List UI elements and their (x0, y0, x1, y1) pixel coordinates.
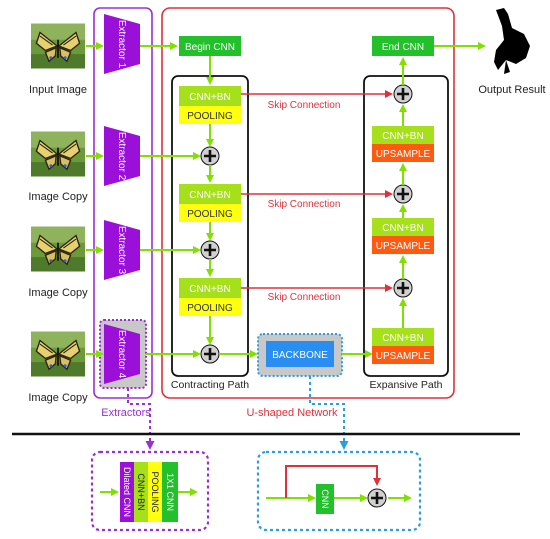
output-result-label: Output Result (478, 84, 545, 96)
extractor-detail-1x1[interactable]: 1X1 CNN (162, 462, 178, 522)
backbone-detail-cnn[interactable]: CNN (316, 484, 334, 514)
skip-connection-label-3: Skip Connection (268, 292, 341, 303)
skip-connection-label-2: Skip Connection (268, 199, 341, 210)
image-copy-2 (31, 130, 85, 178)
extractor-1-label: Extractor 1 (116, 20, 127, 69)
extractors-panel (93, 7, 153, 399)
extractor-4[interactable]: Extractor 4 (104, 324, 140, 384)
extractors-label: Extractors (101, 407, 151, 419)
image-copy-4-label: Image Copy (28, 392, 88, 404)
input-image-label: Input Image (29, 84, 87, 96)
backbone-block[interactable]: BACKBONE (266, 341, 334, 367)
expansive-add-nodes (393, 84, 413, 298)
contracting-cnn-bn-3: CNN+BN (189, 284, 230, 295)
u-network-label: U-shaped Network (246, 407, 338, 419)
contracting-cnn-bn-2: CNN+BN (189, 190, 230, 201)
expansive-up-3: UPSAMPLE (376, 351, 431, 362)
backbone-detail-frame (256, 450, 422, 532)
begin-cnn-label: Begin CNN (185, 42, 235, 53)
extractor-detail-pooling[interactable]: POOLING (148, 462, 162, 522)
expansive-block-2[interactable]: CNN+BN UPSAMPLE (372, 218, 434, 254)
expansive-flow-arrows (399, 42, 486, 328)
extractor-detail-cnn-bn[interactable]: CNN+BN (134, 462, 148, 522)
skip-connection-arrows (241, 90, 393, 292)
expansive-cnn-bn-1: CNN+BN (382, 131, 423, 142)
backbone-detail-flow (266, 465, 412, 502)
expansive-up-1: UPSAMPLE (376, 149, 431, 160)
extractor-callout-line (127, 388, 155, 450)
expansive-block-3[interactable]: CNN+BN UPSAMPLE (372, 328, 434, 364)
output-result-image (494, 8, 530, 74)
expansive-cnn-bn-2: CNN+BN (382, 223, 423, 234)
image-copy-3 (31, 225, 85, 273)
end-cnn-label: End CNN (382, 42, 424, 53)
extractor-detail-dilated[interactable]: Dilated CNN (120, 462, 134, 522)
extractor-detail-dilated-label: Dilated CNN (122, 467, 132, 517)
image-copy-3-label: Image Copy (28, 287, 88, 299)
extractor-2[interactable]: Extractor 2 (104, 126, 140, 186)
end-cnn-block[interactable]: End CNN (372, 36, 434, 56)
contracting-path-label: Contracting Path (171, 379, 249, 391)
contracting-pool-1: POOLING (187, 111, 233, 122)
expansive-path-frame (363, 75, 449, 377)
contracting-block-1[interactable]: CNN+BN POOLING (179, 86, 241, 124)
extractor-detail-pooling-label: POOLING (150, 471, 160, 512)
extractor-1[interactable]: Extractor 1 (104, 14, 140, 74)
extractor-detail-cnn-bn-label: CNN+BN (136, 473, 146, 510)
expansive-path-label: Expansive Path (370, 379, 443, 391)
extractor-3-label: Extractor 3 (116, 226, 127, 275)
contracting-flow-arrows (206, 56, 258, 358)
contracting-cnn-bn-1: CNN+BN (189, 92, 230, 103)
backbone-detail-add-node (367, 488, 387, 508)
expansive-up-2: UPSAMPLE (376, 241, 431, 252)
backbone-callout-line (309, 376, 349, 450)
backbone-label: BACKBONE (272, 350, 328, 361)
extractor-arrows (140, 42, 201, 358)
expansive-block-1[interactable]: CNN+BN UPSAMPLE (372, 126, 434, 162)
image-copy-2-label: Image Copy (28, 191, 88, 203)
extractor-detail-frame (90, 450, 210, 532)
skip-connection-label-1: Skip Connection (268, 100, 341, 111)
begin-cnn-block[interactable]: Begin CNN (179, 36, 241, 56)
contracting-pool-2: POOLING (187, 209, 233, 220)
extractor-4-label: Extractor 4 (116, 330, 127, 379)
input-image (31, 22, 85, 70)
input-arrows (86, 42, 104, 358)
expansive-cnn-bn-3: CNN+BN (382, 333, 423, 344)
u-network-frame (161, 7, 455, 399)
backbone-detail-cnn-label: CNN (320, 489, 330, 509)
contracting-block-3[interactable]: CNN+BN POOLING (179, 278, 241, 316)
extractor-2-label: Extractor 2 (116, 132, 127, 181)
contracting-block-2[interactable]: CNN+BN POOLING (179, 184, 241, 222)
extractor-3[interactable]: Extractor 3 (104, 220, 140, 280)
image-copy-4 (31, 330, 85, 378)
contracting-pool-3: POOLING (187, 303, 233, 314)
extractor-detail-1x1-label: 1X1 CNN (165, 473, 175, 511)
